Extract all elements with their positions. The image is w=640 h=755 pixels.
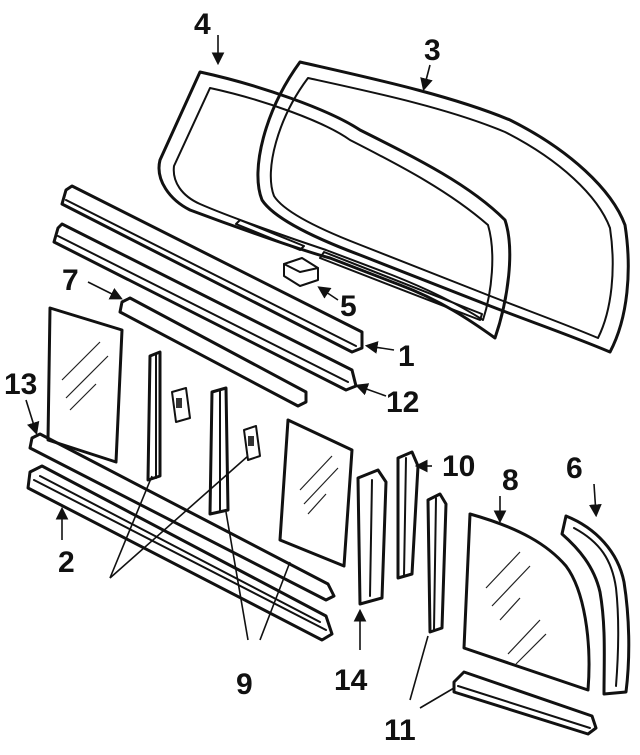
callout-10: 10 bbox=[442, 450, 475, 483]
callouts: 4 3 5 1 7 12 13 10 8 6 2 9 14 11 bbox=[4, 8, 583, 747]
lower-channel-part-13 bbox=[28, 432, 336, 602]
callout-2: 2 bbox=[58, 546, 75, 579]
callout-14: 14 bbox=[334, 664, 368, 697]
callout-5: 5 bbox=[340, 290, 357, 323]
callout-6: 6 bbox=[566, 452, 583, 485]
seal-part-11-bottom bbox=[452, 670, 598, 736]
left-glass-panel bbox=[46, 306, 124, 464]
lower-track-part-2 bbox=[26, 464, 334, 642]
callout-13: 13 bbox=[4, 368, 37, 401]
quarter-glass-part-8 bbox=[462, 512, 591, 692]
clip-part-5 bbox=[283, 257, 319, 287]
vertical-post-left bbox=[146, 350, 162, 482]
vertical-post-mid bbox=[208, 386, 230, 516]
callout-11: 11 bbox=[384, 714, 416, 747]
clip-small-right bbox=[243, 425, 261, 461]
back-window-glass-part-3 bbox=[256, 60, 630, 354]
callout-4: 4 bbox=[194, 8, 211, 41]
callout-7: 7 bbox=[62, 264, 79, 297]
seal-part-11-vertical bbox=[426, 492, 448, 634]
rail-part-7 bbox=[118, 296, 308, 408]
leader-lines bbox=[25, 35, 602, 709]
quarter-gasket-part-6 bbox=[560, 514, 631, 696]
callout-1: 1 bbox=[398, 340, 415, 373]
callout-9: 9 bbox=[236, 668, 253, 701]
glass-lower-strip bbox=[235, 219, 483, 321]
back-window-gasket-part-4 bbox=[157, 70, 512, 340]
callout-3: 3 bbox=[424, 34, 441, 67]
seal-part-14 bbox=[356, 468, 388, 606]
seal-part-10 bbox=[396, 450, 420, 580]
clip-small-left bbox=[171, 387, 191, 423]
callout-8: 8 bbox=[502, 464, 519, 497]
callout-12: 12 bbox=[386, 386, 419, 419]
upper-weatherstrip-part-1 bbox=[60, 184, 364, 354]
center-glass-panel bbox=[278, 418, 354, 568]
